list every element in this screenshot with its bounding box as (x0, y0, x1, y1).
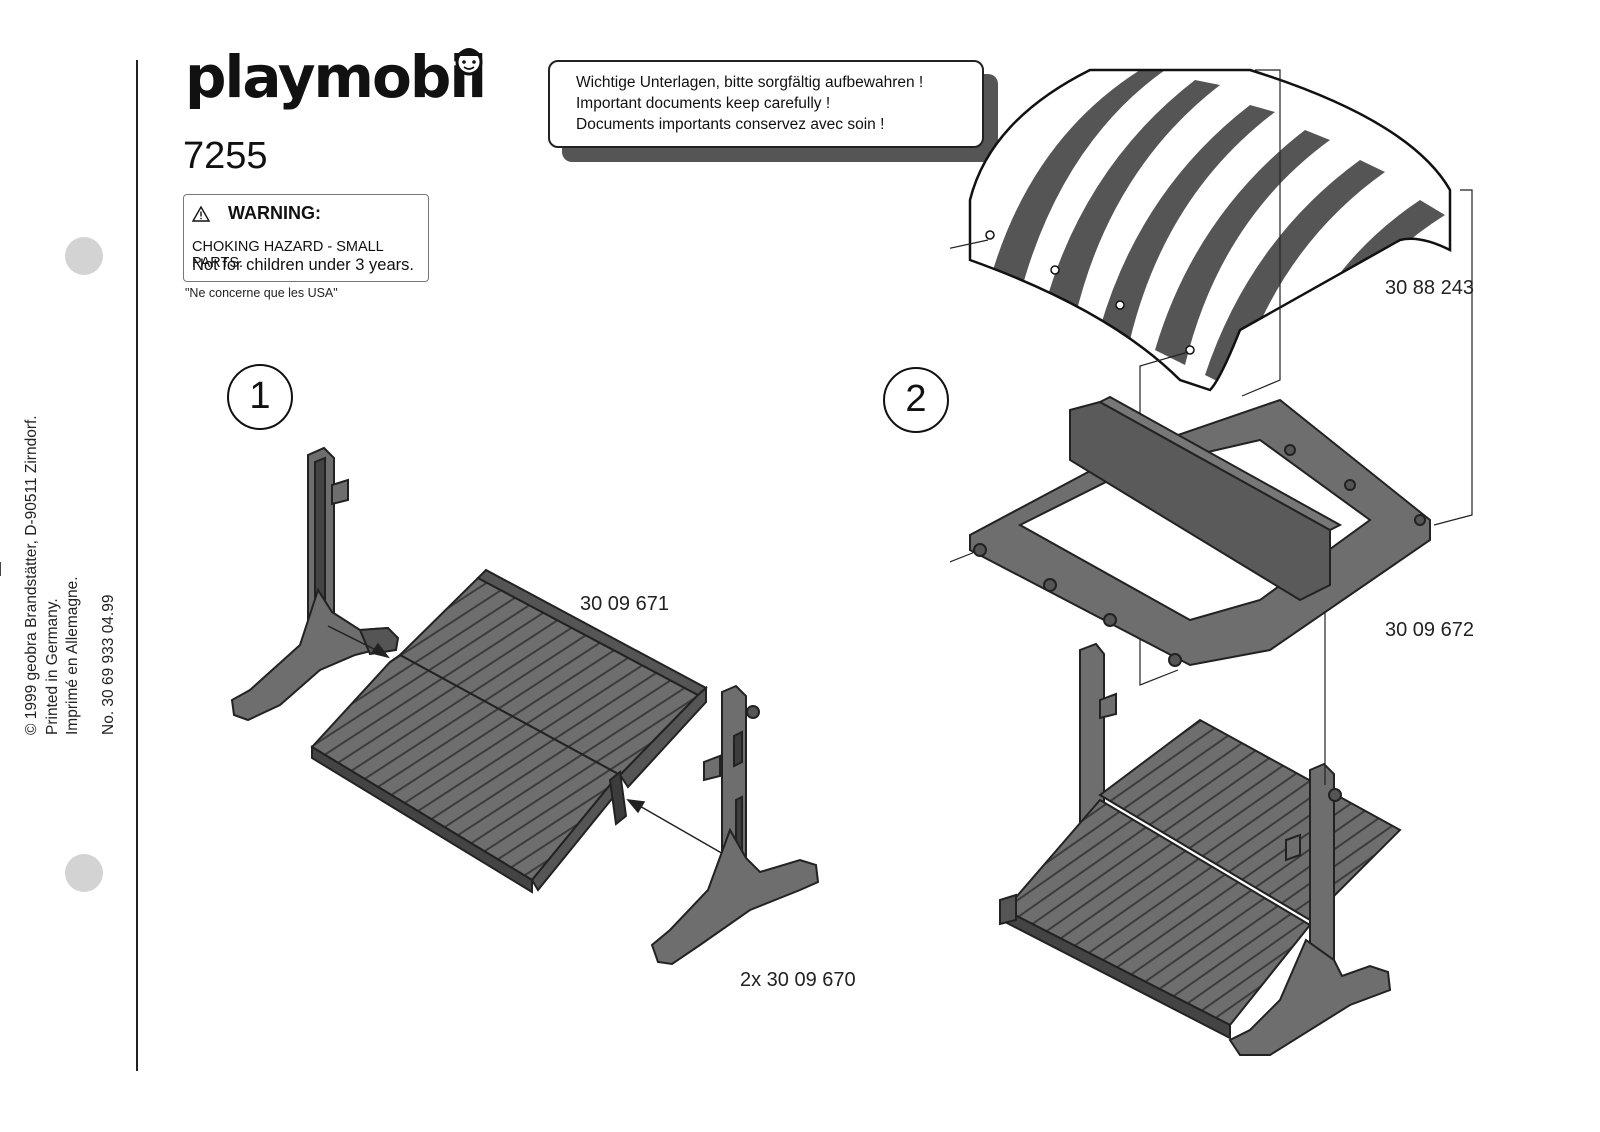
model-number: 7255 (183, 135, 268, 177)
printed-in-germany-fr: Imprimé en Allemagne. (64, 576, 81, 735)
punch-hole-top (65, 237, 103, 275)
part-label-frame: 30 09 672 (1385, 619, 1474, 641)
warning-box: WARNING: CHOKING HAZARD - SMALL PARTS. N… (183, 194, 429, 282)
margin-tick (0, 562, 1, 576)
table-top (310, 568, 708, 894)
part-label-roof: 30 88 243 (1385, 277, 1474, 299)
step-1-illustration (230, 446, 820, 966)
warning-triangle-icon (192, 206, 210, 222)
logo-figure-icon (455, 48, 483, 76)
notice-english: Important documents keep carefully ! (576, 95, 831, 112)
notice-french: Documents importants conservez avec soin… (576, 116, 885, 133)
document-number: No. 30 69 933 04.99 (100, 594, 117, 735)
right-leg (650, 684, 820, 966)
warning-line-2: Not for children under 3 years. (192, 256, 414, 274)
notice-german: Wichtige Unterlagen, bitte sorgfältig au… (576, 74, 924, 91)
playmobil-logo: playmobil (185, 43, 487, 111)
punch-hole-bottom (65, 854, 103, 892)
warning-line-1: CHOKING HAZARD - SMALL PARTS. (192, 239, 384, 271)
margin-rule (136, 60, 138, 1071)
printed-in-germany: Printed in Germany. (44, 598, 61, 735)
part-label-legs: 2x 30 09 670 (740, 969, 856, 991)
roof-frame (969, 395, 1431, 667)
part-label-table-top: 30 09 671 (580, 593, 669, 615)
assembled-stand (999, 642, 1402, 1056)
usa-note: "Ne concerne que les USA" (185, 286, 338, 300)
notice-box: Wichtige Unterlagen, bitte sorgfältig au… (548, 60, 984, 148)
step-1-number: 1 (227, 364, 293, 430)
step-2-number: 2 (883, 367, 949, 433)
left-leg (230, 446, 400, 722)
step-1-arrow-left (327, 625, 390, 659)
copyright-text: © 1999 geobra Brandstätter, D-90511 Zirn… (23, 415, 40, 735)
step-1-arrow-right (626, 799, 726, 856)
step-2-illustration (950, 68, 1473, 1056)
roof-canopy (968, 68, 1452, 392)
warning-heading: WARNING: (228, 203, 321, 223)
